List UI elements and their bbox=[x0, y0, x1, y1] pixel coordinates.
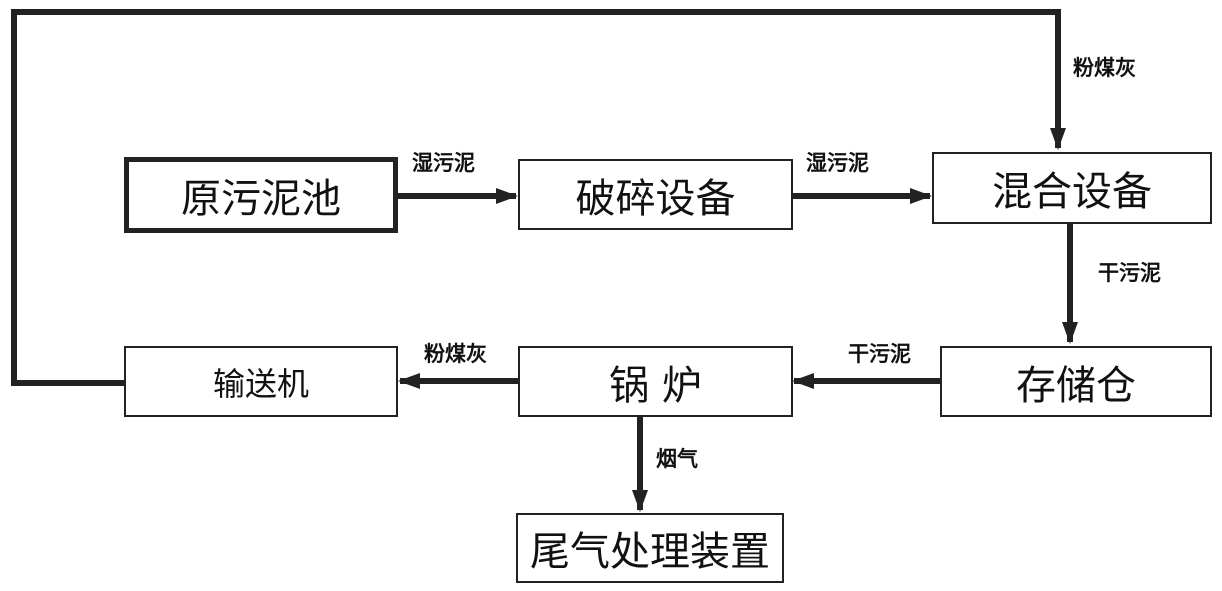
boiler-label: 锅 炉 bbox=[609, 362, 702, 409]
edge-label-storage-to-boiler: 干污泥 bbox=[848, 342, 911, 366]
mixer-node: 混合设备 bbox=[932, 152, 1212, 224]
storage-label: 存储仓 bbox=[1016, 362, 1136, 409]
edge-label-boiler-to-exhaust: 烟气 bbox=[656, 447, 698, 471]
edge-label-boiler-to-conveyor: 粉煤灰 bbox=[424, 342, 487, 366]
conveyor-node: 输送机 bbox=[124, 346, 398, 417]
exhaust-treatment-label: 尾气处理装置 bbox=[530, 529, 770, 575]
sludge-pool-node: 原污泥池 bbox=[124, 157, 398, 233]
mixer-label: 混合设备 bbox=[992, 169, 1152, 215]
boiler-node: 锅 炉 bbox=[518, 346, 793, 417]
edge-label-conveyor-to-mixer: 粉煤灰 bbox=[1073, 56, 1136, 80]
return-loop-line bbox=[11, 9, 1066, 386]
edge-label-pool-to-crusher: 湿污泥 bbox=[412, 151, 475, 175]
edge-label-mixer-to-storage: 干污泥 bbox=[1098, 261, 1161, 285]
storage-node: 存储仓 bbox=[940, 346, 1212, 417]
crusher-label: 破碎设备 bbox=[575, 175, 736, 222]
edge-label-crusher-to-mixer: 湿污泥 bbox=[806, 151, 869, 175]
exhaust-treatment-node: 尾气处理装置 bbox=[516, 513, 784, 583]
crusher-node: 破碎设备 bbox=[518, 159, 793, 230]
conveyor-label: 输送机 bbox=[212, 364, 309, 403]
sludge-pool-label: 原污泥池 bbox=[181, 176, 341, 222]
